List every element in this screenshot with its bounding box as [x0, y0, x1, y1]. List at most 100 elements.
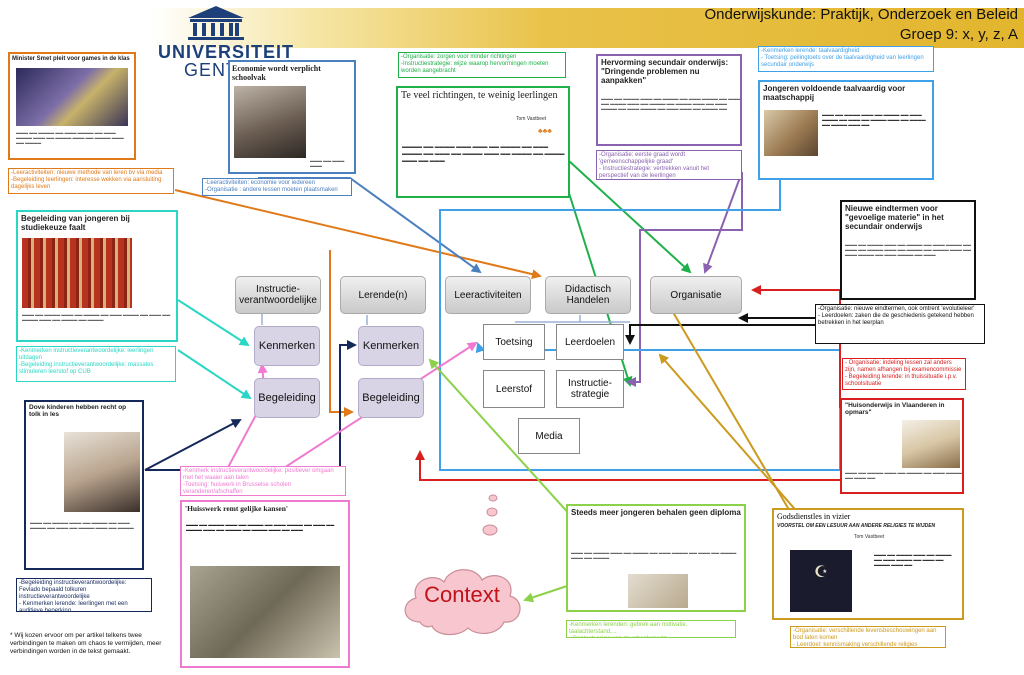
university-logo: UNIVERSITEIT GENT — [158, 4, 293, 90]
article-title: Godsdienstles in vizier — [777, 512, 851, 521]
note-purple: -Organisatie: eerste graad wordt 'gemeen… — [596, 150, 742, 180]
article-body: ▬▬▬ ▬▬ ▬▬▬▬ ▬▬▬ ▬▬ ▬▬▬▬ ▬▬ ▬▬▬ ▬▬▬▬ ▬▬ ▬… — [874, 552, 952, 567]
cyan-connector — [177, 299, 250, 347]
group-title: Groep 9: x, y, z, A — [899, 26, 1018, 43]
article-photo — [764, 110, 818, 156]
share-icon: ♣♣♣ — [538, 128, 552, 135]
article-richtingen: Te veel richtingen, te weinig leerlingen… — [396, 86, 570, 198]
footnote: * Wij kozen ervoor om per artikel telken… — [10, 632, 162, 655]
page-title: Onderwijskunde: Praktijk, Onderzoek en B… — [704, 6, 1019, 23]
node-didactisch-handelen: Didactisch Handelen — [545, 276, 631, 314]
temple-icon — [188, 6, 244, 40]
note-pink: -Kenmerk instructieverantwoordelijke: po… — [180, 466, 346, 496]
note-cyan: -Kenmerken instructieverantwoordelijke: … — [16, 346, 176, 382]
article-body: ▬▬▬ ▬▬ ▬▬▬▬ ▬▬▬ ▬▬ ▬▬▬▬ ▬▬ ▬▬▬ ▬▬▬▬ ▬▬ ▬… — [186, 522, 335, 532]
note-orange: -Leeractiviteiten: nieuwe methode van le… — [8, 168, 174, 194]
article-taalvaardig: Jongeren voldoende taalvaardig voor maat… — [758, 80, 934, 180]
article-title: "Huisonderwijs in Vlaanderen in opmars" — [845, 402, 945, 416]
note-gold: -Organisatie: verschillende levensbescho… — [790, 626, 946, 648]
article-photo — [234, 86, 306, 158]
religion-symbols-icon: ☪ — [814, 564, 829, 581]
node-instructiestrategie: Instructie-strategie — [556, 370, 624, 408]
article-title: Minister Smet pleit voor games in de kla… — [12, 56, 130, 62]
article-huiswerk: 'Huisswerk remt gelijke kansen' ▬▬▬ ▬▬ ▬… — [180, 500, 350, 668]
note-blue-right: -Kenmerken lerende: taalvaardigheid - To… — [758, 46, 934, 72]
article-diploma: Steeds meer jongeren behalen geen diplom… — [566, 504, 746, 612]
article-body: ▬▬▬ ▬▬ ▬▬▬▬ ▬▬▬ ▬▬ ▬▬▬▬ ▬▬ ▬▬▬ ▬▬▬▬ ▬▬ ▬… — [22, 312, 171, 322]
article-photo — [190, 566, 340, 658]
logo-line2: GENT — [184, 60, 239, 80]
article-huisonderwijs: "Huisonderwijs in Vlaanderen in opmars" … — [840, 398, 964, 494]
cyan-connector-2 — [177, 349, 252, 400]
article-title: Dove kinderen hebben recht op tolk in le… — [29, 404, 127, 418]
node-begeleiding-lerende: Begeleiding — [358, 378, 424, 418]
article-title: Te veel richtingen, te weinig leerlingen — [401, 90, 558, 101]
note-blue-economie: -Leeractiviteiten: economie voor iederee… — [202, 178, 352, 196]
article-caption: ▬▬▬ ▬▬ ▬▬▬ ▬▬▬ — [310, 158, 345, 168]
note-navy: -Begeleiding instructieverantwoordelijke… — [16, 578, 152, 612]
article-body: ▬▬▬ ▬▬ ▬▬▬▬ ▬▬▬ ▬▬ ▬▬▬▬ ▬▬ ▬▬▬ ▬▬▬▬ ▬▬ ▬… — [30, 520, 134, 530]
gold-connector-2 — [658, 353, 801, 516]
navy-connector — [144, 419, 242, 471]
node-toetsing: Toetsing — [483, 324, 545, 360]
article-body: ▬▬▬ ▬▬ ▬▬▬▬ ▬▬▬ ▬▬ ▬▬▬▬ ▬▬ ▬▬▬ ▬▬▬▬ ▬▬ ▬… — [571, 550, 737, 560]
node-lerende: Lerende(n) — [340, 276, 426, 314]
article-title: Nieuwe eindtermen voor "gevoelige materi… — [845, 204, 944, 231]
article-title: Steeds meer jongeren behalen geen diplom… — [571, 508, 741, 517]
article-economie: Economie wordt verplicht schoolvak ▬▬▬ ▬… — [228, 60, 356, 174]
note-red: - Organisatie: indeling lessen zal ander… — [842, 358, 966, 390]
header-band — [150, 8, 1024, 48]
note-black: -Organisatie: nieuwe eindtermen, ook omt… — [815, 304, 985, 344]
article-title: Hervorming secundair onderwijs: "Dringen… — [601, 58, 729, 85]
purple-connector — [703, 171, 743, 274]
note-green-top: -Organisatie: zorgen voor minder richtin… — [398, 52, 566, 78]
node-kenmerken-instructie: Kenmerken — [254, 326, 320, 366]
article-body: ▬▬▬ ▬▬ ▬▬▬▬ ▬▬▬ ▬▬ ▬▬▬▬ ▬▬ ▬▬▬ ▬▬▬▬ ▬▬ ▬… — [845, 470, 962, 480]
article-games-klas: Minister Smet pleit voor games in de kla… — [8, 52, 136, 160]
thought-bubbles — [482, 494, 498, 536]
node-instructieverantwoordelijke: Instructie-verantwoordelijke — [235, 276, 321, 314]
article-eindtermen: Nieuwe eindtermen voor "gevoelige materi… — [840, 200, 976, 300]
article-author: Tom Vastbeet — [854, 534, 885, 540]
article-photo — [22, 238, 132, 308]
navy-connector-2 — [145, 340, 357, 471]
node-begeleiding-instructie: Begeleiding — [254, 378, 320, 418]
article-body: ▬▬▬ ▬▬ ▬▬▬▬ ▬▬▬ ▬▬ ▬▬▬▬ ▬▬ ▬▬▬ ▬▬▬▬ ▬▬ ▬… — [845, 242, 972, 257]
logo-line1: UNIVERSITEIT — [158, 42, 295, 62]
article-studiekeuze: Begeleiding van jongeren bij studiekeuze… — [16, 210, 178, 342]
article-photo — [902, 420, 960, 468]
article-subtitle: VOORSTEL OM EEN LESUUR AAN ANDERE RELIGI… — [777, 523, 936, 529]
node-leeractiviteiten: Leeractiviteiten — [445, 276, 531, 314]
node-leerdoelen: Leerdoelen — [556, 324, 624, 360]
article-photo — [16, 68, 128, 126]
article-godsdienstles: Godsdienstles in vizier VOORSTEL OM EEN … — [772, 508, 964, 620]
article-photo — [790, 550, 852, 612]
node-kenmerken-lerende: Kenmerken — [358, 326, 424, 366]
article-body: ▬▬▬ ▬▬ ▬▬▬▬ ▬▬ ▬▬▬ ▬▬▬▬ ▬▬ ▬▬▬ ▬▬▬▬ ▬▬▬ … — [16, 130, 124, 145]
orange-connector-2 — [329, 250, 354, 417]
article-body: ▬▬▬ ▬▬ ▬▬▬▬ ▬▬▬ ▬▬ ▬▬▬▬ ▬▬ ▬▬▬ ▬▬▬▬ ▬▬ ▬… — [822, 112, 926, 127]
article-title: 'Huisswerk remt gelijke kansen' — [185, 504, 288, 513]
red-connector-2 — [415, 450, 840, 481]
article-hervorming: Hervorming secundair onderwijs: "Dringen… — [596, 54, 742, 146]
node-leerstof: Leerstof — [483, 370, 545, 408]
orange-connector — [174, 189, 542, 280]
article-author: Tom Vastbeet — [516, 116, 547, 122]
article-title: Jongeren voldoende taalvaardig voor maat… — [763, 84, 906, 102]
article-photo — [64, 432, 140, 512]
article-dove-kinderen: Dove kinderen hebben recht op tolk in le… — [24, 400, 144, 570]
context-cloud — [404, 569, 521, 636]
article-photo — [628, 574, 688, 608]
gold-connector — [658, 288, 796, 521]
black-connector-2 — [625, 324, 815, 345]
article-title: Economie wordt verplicht schoolvak — [232, 64, 321, 82]
article-body: ▬▬▬▬ ▬▬ ▬▬▬▬ ▬▬▬ ▬▬▬ ▬▬ ▬▬▬▬ ▬▬ ▬▬▬ ▬▬▬▬… — [402, 144, 565, 164]
context-label: Context — [424, 582, 500, 607]
article-title: Begeleiding van jongeren bij studiekeuze… — [21, 214, 130, 232]
note-lime: -Kenmerken lerenden: gebrek aan motivati… — [566, 620, 736, 638]
node-organisatie: Organisatie — [650, 276, 742, 314]
node-media: Media — [518, 418, 580, 454]
green-connector — [567, 159, 692, 274]
article-body: ▬▬▬ ▬▬ ▬▬▬▬ ▬▬▬ ▬▬ ▬▬▬▬ ▬▬ ▬▬▬ ▬▬▬▬ ▬▬ ▬… — [601, 96, 741, 111]
